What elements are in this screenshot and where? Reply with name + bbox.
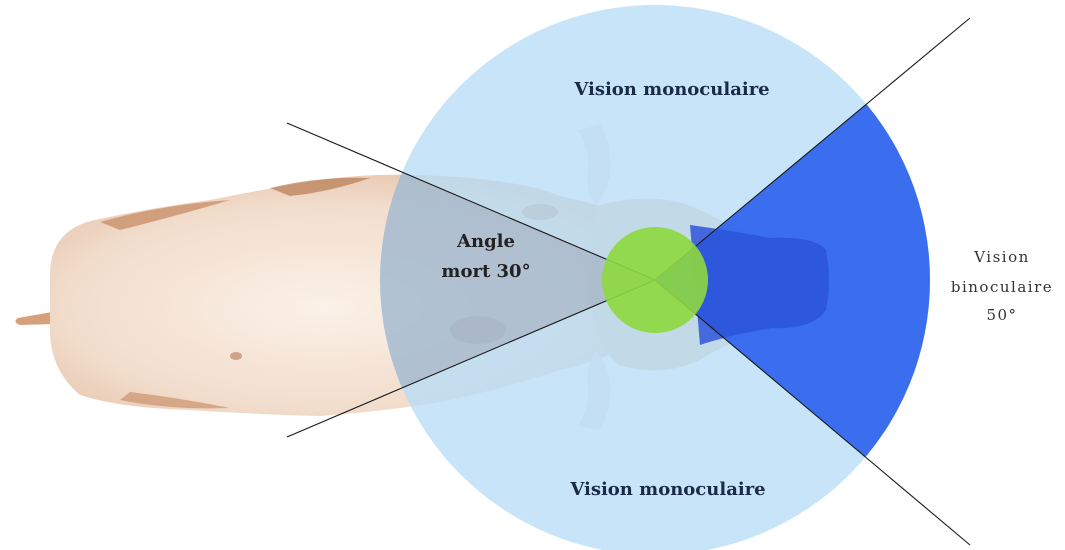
label-monocular-top: Vision monoculaire [573,79,769,100]
label-monocular-bottom: Vision monoculaire [569,479,765,500]
label-binocular-line1: Vision [973,248,1030,266]
cow-spot [230,352,242,360]
label-binocular-line2: binoculaire [951,278,1053,296]
label-blind-spot-line1: Angle [456,231,515,252]
cow-tail [15,312,55,325]
head-center-marker [602,227,708,333]
label-binocular-line3: 50° [986,306,1017,324]
label-blind-spot-line2: mort 30° [441,261,530,282]
